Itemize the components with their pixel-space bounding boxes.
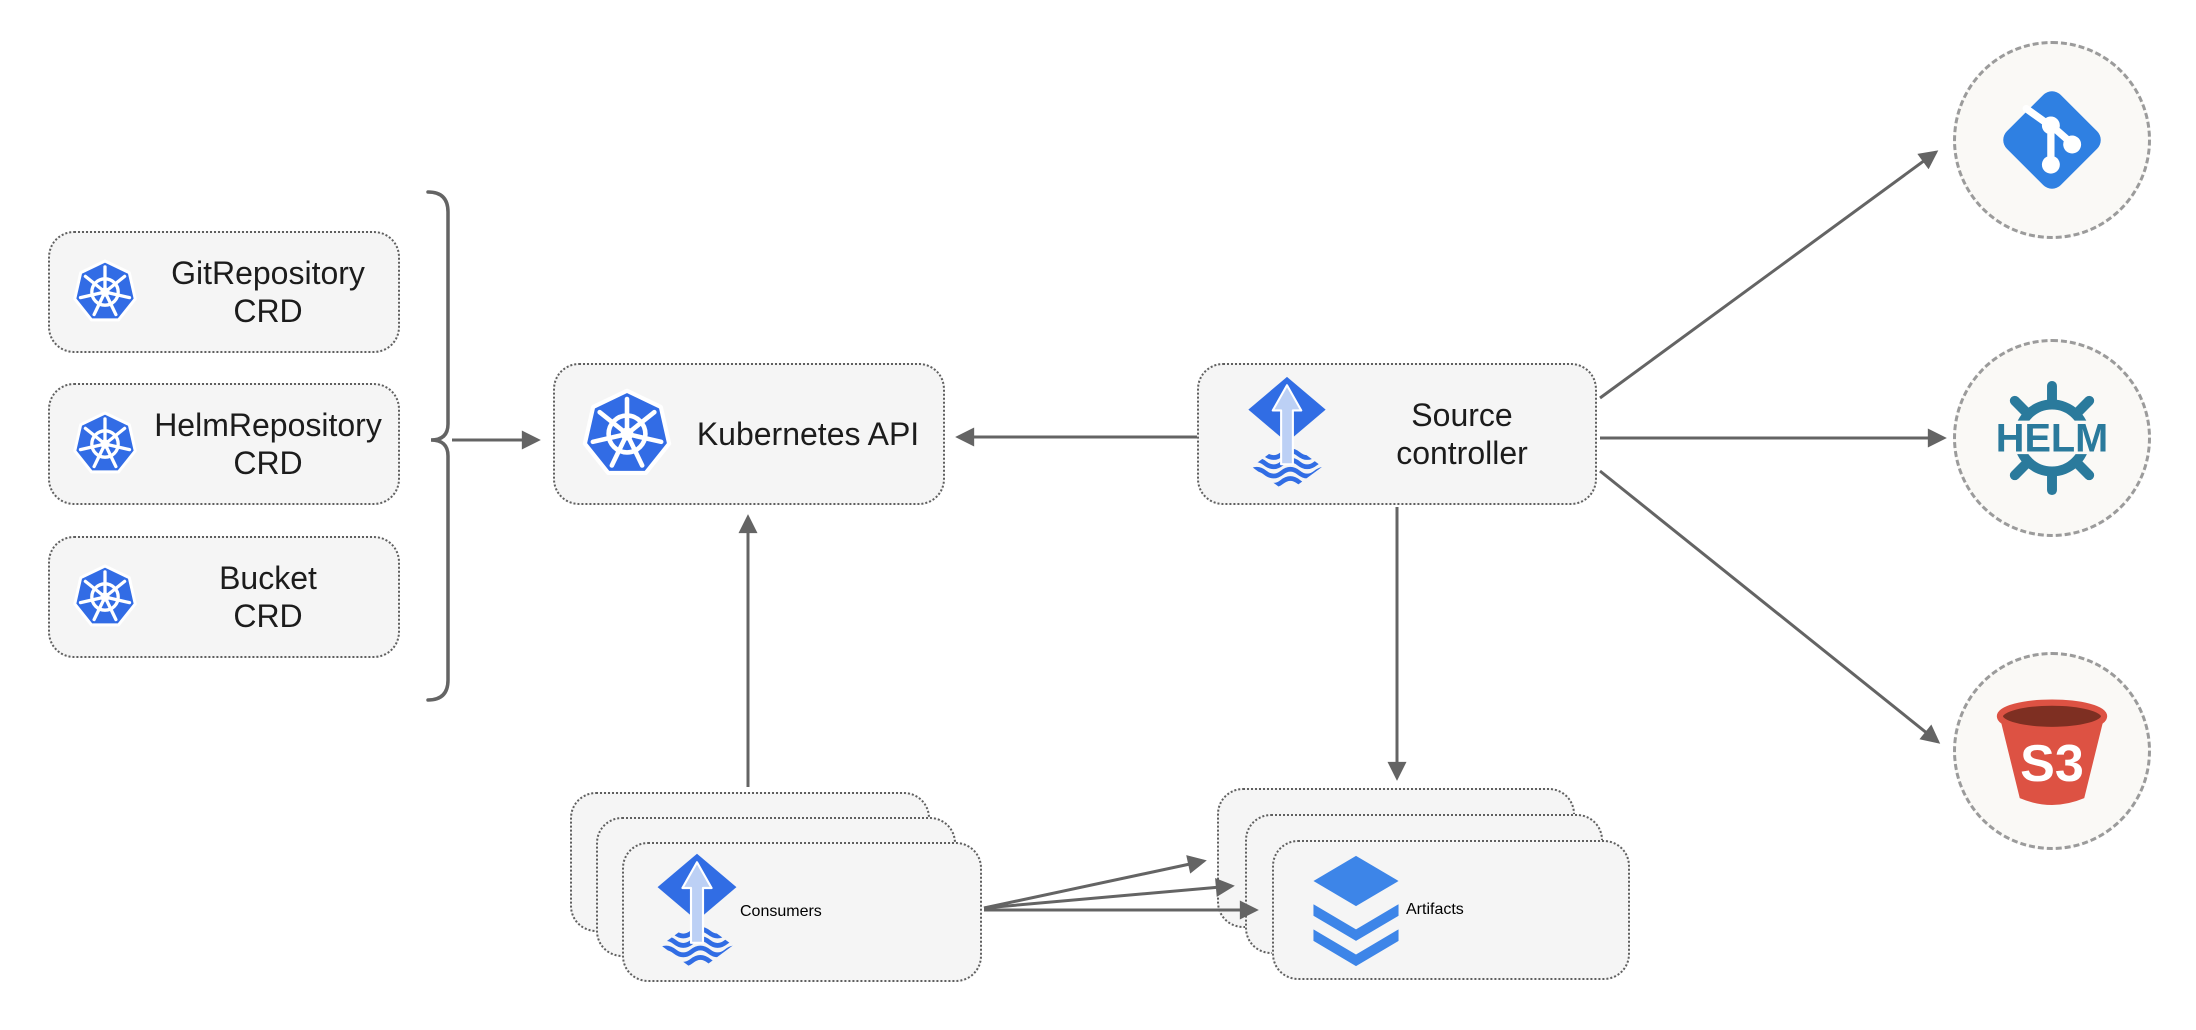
edge-source-controller-to-s3 bbox=[1599, 469, 1941, 744]
node-consumers: Consumers bbox=[622, 842, 982, 982]
layers-icon bbox=[1313, 855, 1399, 967]
node-helmrepository-crd: HelmRepository CRD bbox=[48, 383, 400, 505]
s3-bucket-icon: S3 bbox=[1996, 699, 2108, 805]
git-icon bbox=[2003, 91, 2101, 189]
node-bucket-crd: Bucket CRD bbox=[48, 536, 400, 658]
node-gitrepository-crd: GitRepository CRD bbox=[48, 231, 400, 353]
flux-icon bbox=[1245, 375, 1329, 493]
helm-icon: HELM bbox=[1993, 380, 2111, 496]
node-label: Kubernetes API bbox=[696, 416, 920, 452]
node-label: GitRepository CRD bbox=[171, 255, 365, 329]
flux-icon bbox=[654, 852, 740, 972]
node-kubernetes-api: Kubernetes API bbox=[553, 363, 945, 505]
node-label: Consumers bbox=[740, 903, 822, 920]
endpoint-s3: S3 bbox=[1953, 652, 2151, 850]
edge-consumers-to-artifacts-2 bbox=[983, 877, 1235, 910]
node-label: HelmRepository CRD bbox=[154, 407, 382, 481]
endpoint-helm: HELM bbox=[1953, 339, 2151, 537]
edge-source-controller-to-git bbox=[1599, 150, 1939, 400]
crd-group-bracket bbox=[426, 190, 450, 702]
s3-wordmark: S3 bbox=[2020, 735, 2084, 793]
kubernetes-icon bbox=[581, 388, 673, 480]
node-label: Artifacts bbox=[1406, 901, 1464, 918]
kubernetes-icon bbox=[72, 411, 138, 477]
edge-consumers-to-artifacts-1 bbox=[983, 855, 1207, 910]
endpoint-git bbox=[1953, 41, 2151, 239]
kubernetes-icon bbox=[72, 259, 138, 325]
node-artifacts: Artifacts bbox=[1272, 840, 1630, 980]
node-source-controller: Source controller bbox=[1197, 363, 1597, 505]
node-label: Bucket CRD bbox=[219, 560, 317, 634]
helm-wordmark: HELM bbox=[1996, 417, 2108, 461]
node-label: Source controller bbox=[1396, 397, 1528, 471]
kubernetes-icon bbox=[72, 564, 138, 630]
